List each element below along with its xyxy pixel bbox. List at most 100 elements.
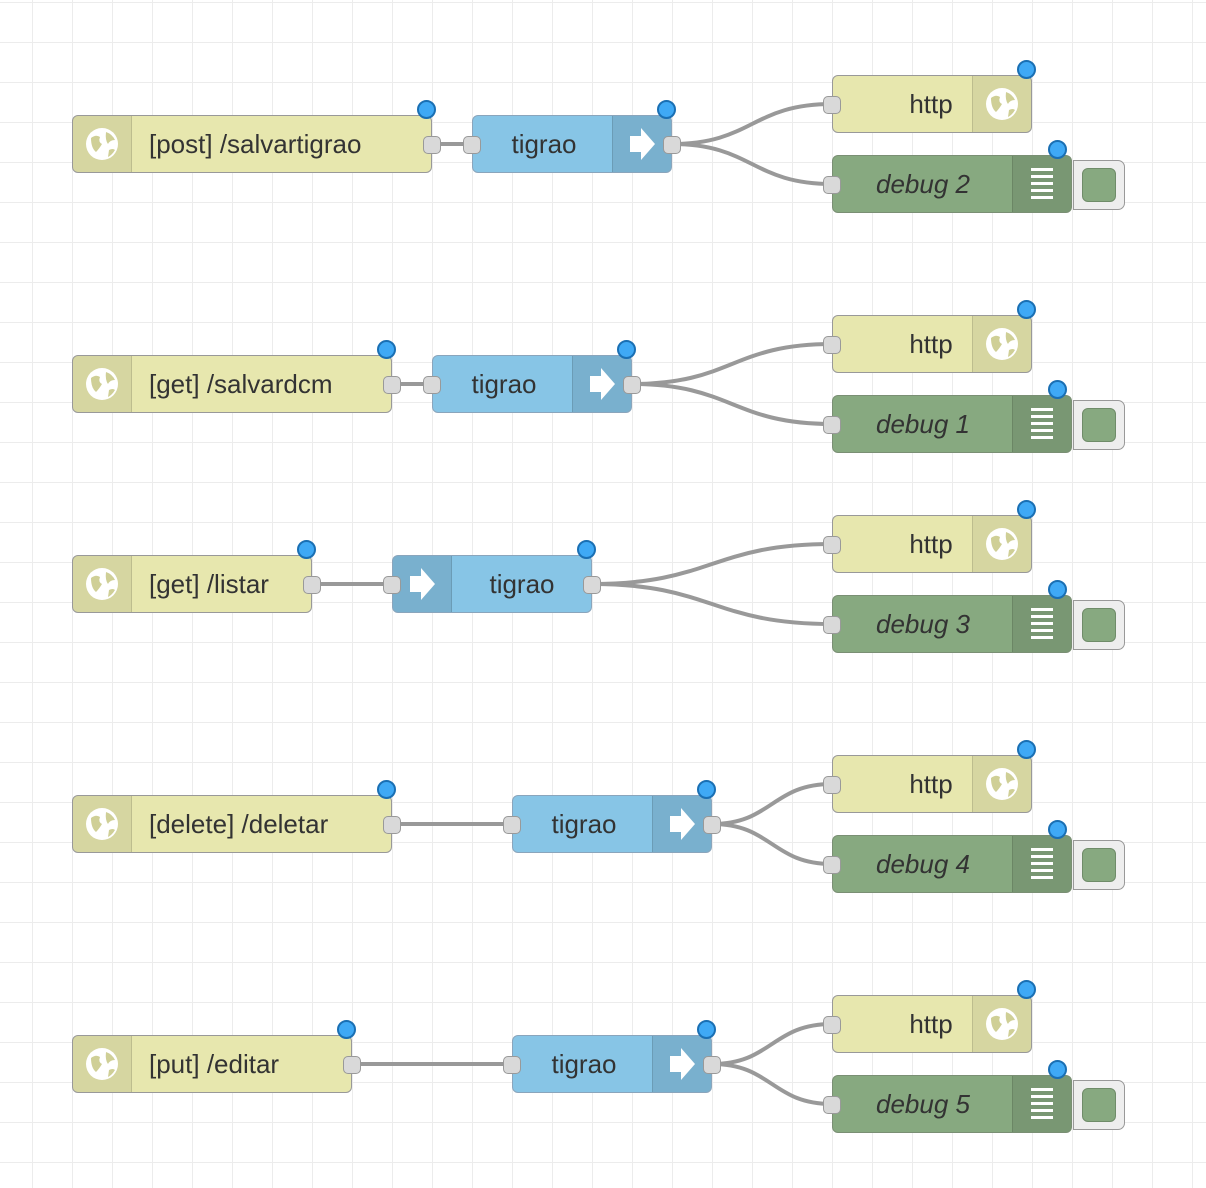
input-port[interactable] <box>823 856 841 874</box>
globe-icon <box>73 796 132 852</box>
http-response-node[interactable]: http <box>823 980 1036 1053</box>
input-port[interactable] <box>823 776 841 794</box>
node-label: [put] /editar <box>149 1048 280 1079</box>
debug-node[interactable]: debug 4 <box>823 820 1125 893</box>
node-label: tigrao <box>511 128 577 159</box>
input-port[interactable] <box>463 136 481 154</box>
changed-indicator <box>1048 140 1067 159</box>
wire <box>591 542 833 586</box>
output-port[interactable] <box>663 136 681 154</box>
output-port[interactable] <box>383 816 401 834</box>
input-port[interactable] <box>383 576 401 594</box>
input-port[interactable] <box>503 1056 521 1074</box>
changed-indicator <box>297 540 316 559</box>
input-port[interactable] <box>823 1016 841 1034</box>
debug-toggle-button[interactable] <box>1073 840 1125 890</box>
arrow-right-icon <box>612 116 671 172</box>
wire <box>591 582 833 626</box>
globe-icon <box>972 996 1031 1052</box>
node-label: debug 2 <box>876 168 970 199</box>
debug-toggle-button[interactable] <box>1073 160 1125 210</box>
node-label: http <box>909 88 953 119</box>
output-port[interactable] <box>343 1056 361 1074</box>
debug-node[interactable]: debug 5 <box>823 1060 1125 1133</box>
input-port[interactable] <box>823 536 841 554</box>
http-in-node-put-editar[interactable]: [put] /editar <box>72 1020 361 1093</box>
output-port[interactable] <box>703 816 721 834</box>
node-label: debug 1 <box>876 408 970 439</box>
changed-indicator <box>697 1020 716 1039</box>
changed-indicator <box>1048 820 1067 839</box>
http-in-node-get-salvardcm[interactable]: [get] /salvardcm <box>72 340 401 413</box>
http-in-node-delete-deletar[interactable]: [delete] /deletar <box>72 780 401 853</box>
output-port[interactable] <box>583 576 601 594</box>
wire <box>711 1062 833 1106</box>
changed-indicator <box>1017 300 1036 319</box>
input-port[interactable] <box>823 1096 841 1114</box>
globe-icon <box>73 356 132 412</box>
arrow-right-icon <box>652 1036 711 1092</box>
changed-indicator <box>1017 740 1036 759</box>
debug-toggle-button[interactable] <box>1073 400 1125 450</box>
debug-node[interactable]: debug 3 <box>823 580 1125 653</box>
arrow-right-icon <box>572 356 631 412</box>
changed-indicator <box>1017 980 1036 999</box>
input-port[interactable] <box>823 616 841 634</box>
output-port[interactable] <box>623 376 641 394</box>
input-port[interactable] <box>503 816 521 834</box>
http-response-node[interactable]: http <box>823 60 1036 133</box>
node-label: tigrao <box>471 368 537 399</box>
globe-icon <box>73 556 132 612</box>
node-label: http <box>909 768 953 799</box>
list-lines-icon <box>1012 396 1071 452</box>
http-response-node[interactable]: http <box>823 300 1036 373</box>
input-port[interactable] <box>823 336 841 354</box>
globe-icon <box>73 1036 132 1092</box>
changed-indicator <box>697 780 716 799</box>
node-label: http <box>909 328 953 359</box>
changed-indicator <box>377 340 396 359</box>
function-node-tigrao[interactable]: tigrao <box>463 100 681 173</box>
node-label: [delete] /deletar <box>149 808 329 839</box>
list-lines-icon <box>1012 1076 1071 1132</box>
node-label: tigrao <box>551 1048 617 1079</box>
function-node-tigrao[interactable]: tigrao <box>423 340 641 413</box>
changed-indicator <box>337 1020 356 1039</box>
globe-icon <box>972 316 1031 372</box>
debug-toggle-button[interactable] <box>1073 600 1125 650</box>
output-port[interactable] <box>303 576 321 594</box>
http-response-node[interactable]: http <box>823 500 1036 573</box>
debug-toggle-button[interactable] <box>1073 1080 1125 1130</box>
output-port[interactable] <box>383 376 401 394</box>
changed-indicator <box>1017 60 1036 79</box>
function-node-tigrao[interactable]: tigrao <box>503 780 721 853</box>
changed-indicator <box>657 100 676 119</box>
output-port[interactable] <box>423 136 441 154</box>
http-in-node-post-salvartigrao[interactable]: [post] /salvartigrao <box>72 100 441 173</box>
globe-icon <box>73 116 132 172</box>
function-node-tigrao[interactable]: tigrao <box>383 540 601 613</box>
globe-icon <box>972 516 1031 572</box>
input-port[interactable] <box>823 176 841 194</box>
changed-indicator <box>577 540 596 559</box>
http-response-node[interactable]: http <box>823 740 1036 813</box>
http-in-node-get-listar[interactable]: [get] /listar <box>72 540 321 613</box>
changed-indicator <box>377 780 396 799</box>
wire <box>711 822 833 866</box>
list-lines-icon <box>1012 596 1071 652</box>
globe-icon <box>972 76 1031 132</box>
function-node-tigrao[interactable]: tigrao <box>503 1020 721 1093</box>
input-port[interactable] <box>423 376 441 394</box>
node-label: http <box>909 528 953 559</box>
input-port[interactable] <box>823 96 841 114</box>
node-label: debug 5 <box>876 1088 970 1119</box>
node-label: debug 3 <box>876 608 970 639</box>
output-port[interactable] <box>703 1056 721 1074</box>
list-lines-icon <box>1012 836 1071 892</box>
node-label: [get] /salvardcm <box>149 368 333 399</box>
input-port[interactable] <box>823 416 841 434</box>
debug-node[interactable]: debug 2 <box>823 140 1125 213</box>
debug-node[interactable]: debug 1 <box>823 380 1125 453</box>
arrow-right-icon <box>393 556 452 612</box>
wire <box>671 102 833 146</box>
